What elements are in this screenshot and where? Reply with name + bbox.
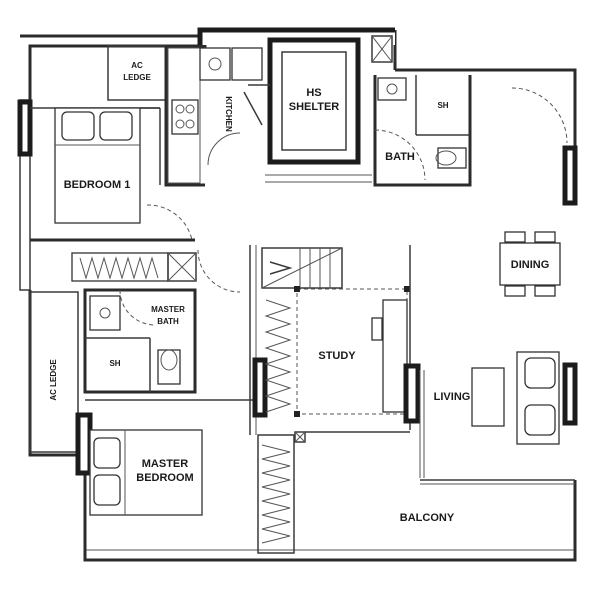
ac-ledge-top: AC LEDGE [107, 45, 167, 101]
master-basin [89, 295, 121, 331]
outer-walls [19, 30, 577, 562]
master-bedroom-label-1: MASTER [142, 458, 189, 470]
living: LIVING [403, 351, 578, 478]
toilet [437, 147, 467, 169]
study: STUDY [294, 245, 411, 430]
bedroom-1: BEDROOM 1 [17, 99, 195, 242]
wardrobe-bedroom1 [71, 249, 241, 293]
utility-shaft [371, 35, 393, 63]
ac-ledge-top-label-2: LEDGE [123, 73, 151, 82]
master-bath-label-1: MASTER [151, 305, 185, 314]
window-living-inner [403, 363, 421, 424]
window-master-bedroom [75, 412, 93, 476]
sh-master-label: SH [109, 359, 120, 368]
master-bath-label-2: BATH [157, 317, 179, 326]
master-bath: MASTER BATH SH [83, 288, 197, 394]
dining: DINING [499, 87, 578, 297]
balcony: BALCONY [305, 431, 455, 524]
staircase [261, 247, 343, 289]
common-bath: SH BATH [265, 75, 472, 187]
window-living [562, 362, 578, 426]
sink [199, 47, 231, 81]
ac-ledge-side-label: AC LEDGE [49, 359, 58, 401]
kitchen-label: KITCHEN [224, 96, 233, 132]
bath-label: BATH [385, 151, 415, 163]
study-label: STUDY [318, 350, 356, 362]
window-bedroom1 [17, 99, 33, 157]
balcony-label: BALCONY [400, 512, 455, 524]
sh-top-label: SH [437, 101, 448, 110]
hs-shelter-label-1: HS [306, 87, 321, 99]
wardrobe-spine [249, 245, 306, 554]
master-toilet [157, 349, 181, 385]
window-dining [562, 145, 578, 206]
coffee-table [471, 367, 505, 427]
stove [171, 99, 199, 135]
fridge [231, 47, 263, 81]
master-bedroom-label-2: BEDROOM [136, 472, 193, 484]
window-wardrobe [252, 357, 268, 418]
hs-shelter-label-2: SHELTER [289, 101, 340, 113]
basin [377, 77, 407, 101]
ac-ledge-side: AC LEDGE [29, 291, 79, 453]
living-label: LIVING [434, 391, 471, 403]
master-bedroom: MASTER BEDROOM [75, 399, 255, 516]
dining-table [499, 242, 561, 286]
bedroom1-label: BEDROOM 1 [64, 179, 131, 191]
dining-label: DINING [511, 259, 550, 271]
ac-ledge-top-label-1: AC [131, 61, 143, 70]
study-desk [382, 299, 408, 413]
hs-shelter: HS SHELTER [243, 37, 361, 165]
